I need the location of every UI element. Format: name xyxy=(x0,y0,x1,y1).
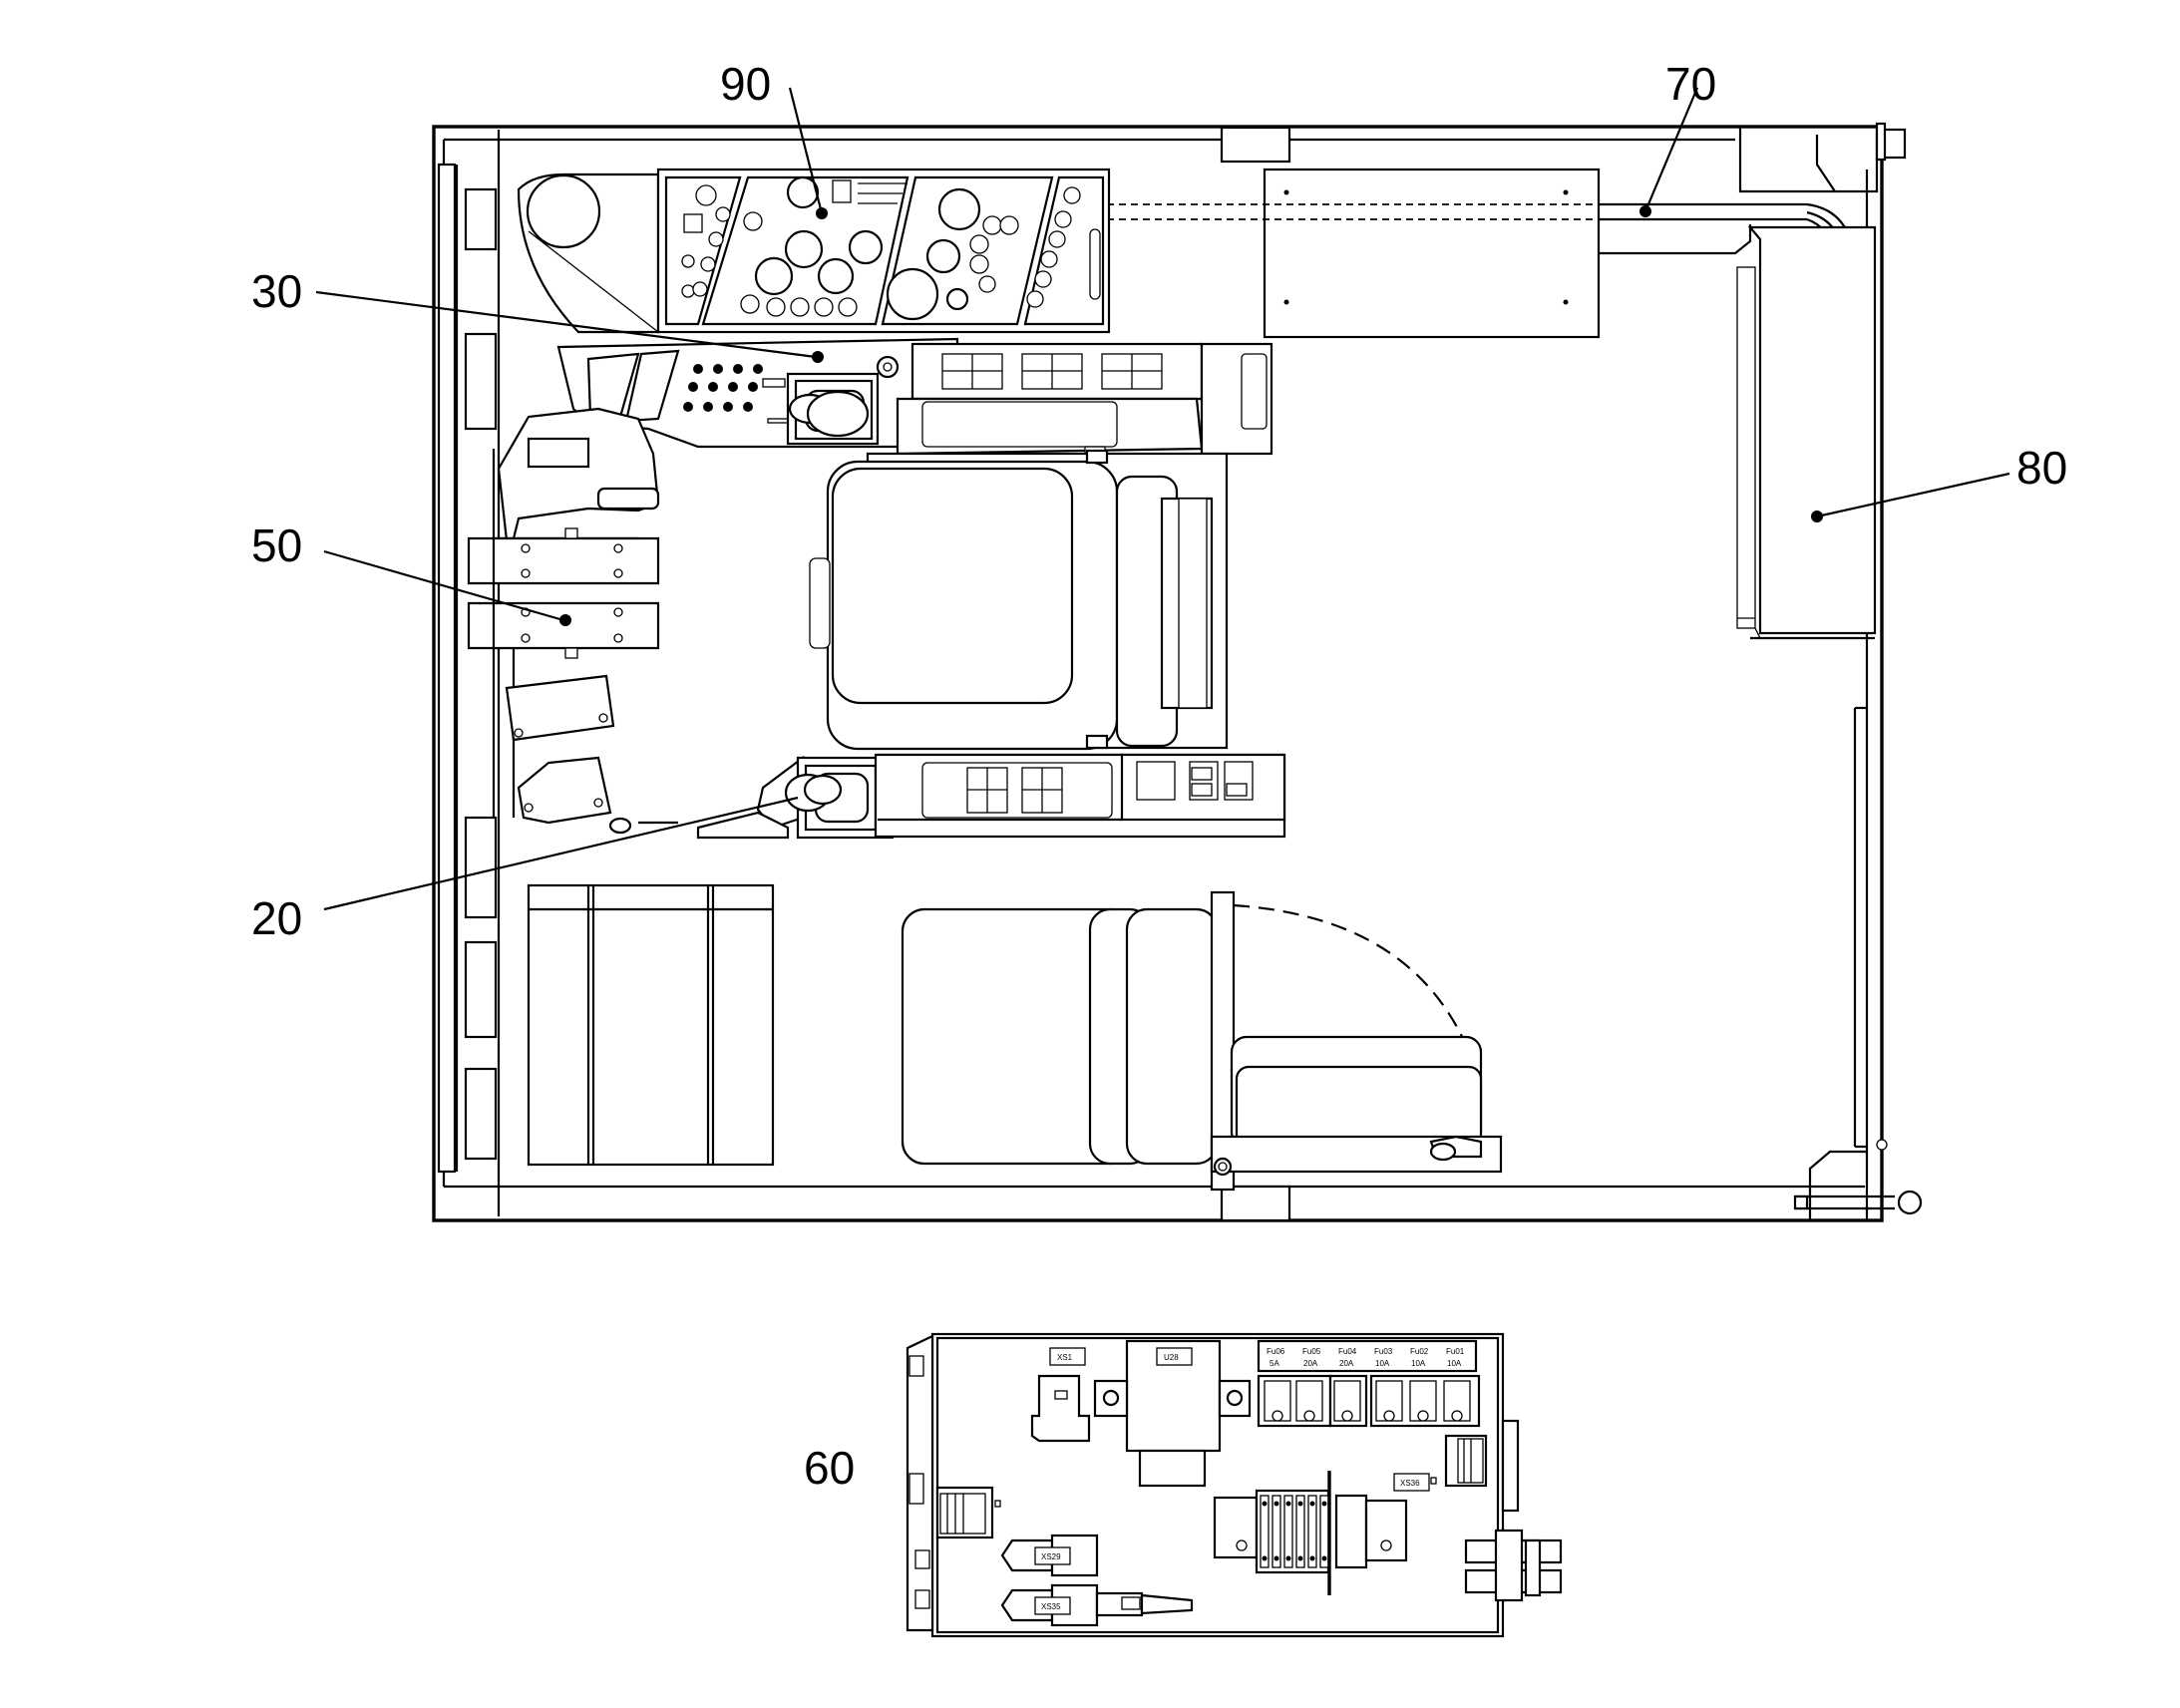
connector-label: XS36 xyxy=(1400,1479,1420,1488)
front-dashboard xyxy=(517,168,1111,334)
fuse-label: Fu06 xyxy=(1267,1347,1285,1356)
passenger-seat xyxy=(901,890,1503,1192)
right-cabinet xyxy=(1736,225,1877,640)
callout-80: 80 xyxy=(2016,442,2067,494)
connector-label: XS1 xyxy=(1057,1353,1073,1362)
callout-30: 30 xyxy=(251,265,302,317)
terminal-block xyxy=(1260,1495,1329,1568)
cab-outline xyxy=(432,122,1923,1222)
fuse-label: Fu04 xyxy=(1338,1347,1357,1356)
fuse-box: XS1 U28 Fu06 Fu05 Fu04 Fu03 Fu02 Fu01 5A… xyxy=(906,1332,1563,1638)
connector-label: U28 xyxy=(1164,1353,1179,1362)
callout-90: 90 xyxy=(720,58,771,110)
callout-60: 60 xyxy=(804,1442,855,1494)
callouts: 90 70 30 80 50 20 60 xyxy=(251,58,2067,1494)
connector-label: XS35 xyxy=(1041,1602,1061,1611)
fuse-rating: 10A xyxy=(1447,1359,1462,1368)
left-console xyxy=(696,753,1286,840)
fuse-rating: 10A xyxy=(1411,1359,1426,1368)
leader-lines xyxy=(315,87,2010,911)
fuse-label: Fu05 xyxy=(1302,1347,1321,1356)
storage-compartment xyxy=(527,883,775,1167)
right-console xyxy=(556,337,1273,460)
left-side-controls xyxy=(467,407,678,835)
callout-20: 20 xyxy=(251,892,302,944)
connector-label: XS29 xyxy=(1041,1552,1061,1561)
callout-70: 70 xyxy=(1665,58,1716,110)
operator-seat xyxy=(809,449,1229,751)
callout-50: 50 xyxy=(251,519,302,571)
fuse-rating: 5A xyxy=(1270,1359,1279,1368)
fuse-strip: Fu06 Fu05 Fu04 Fu03 Fu02 Fu01 5A 20A 20A… xyxy=(1267,1347,1465,1368)
fuse-label: Fu02 xyxy=(1410,1347,1429,1356)
fuse-rating: 20A xyxy=(1303,1359,1318,1368)
fuse-label: Fu01 xyxy=(1446,1347,1465,1356)
fuse-rating: 20A xyxy=(1339,1359,1354,1368)
fuse-label: Fu03 xyxy=(1374,1347,1393,1356)
console-buttons xyxy=(683,364,801,424)
fuse-rating: 10A xyxy=(1375,1359,1390,1368)
